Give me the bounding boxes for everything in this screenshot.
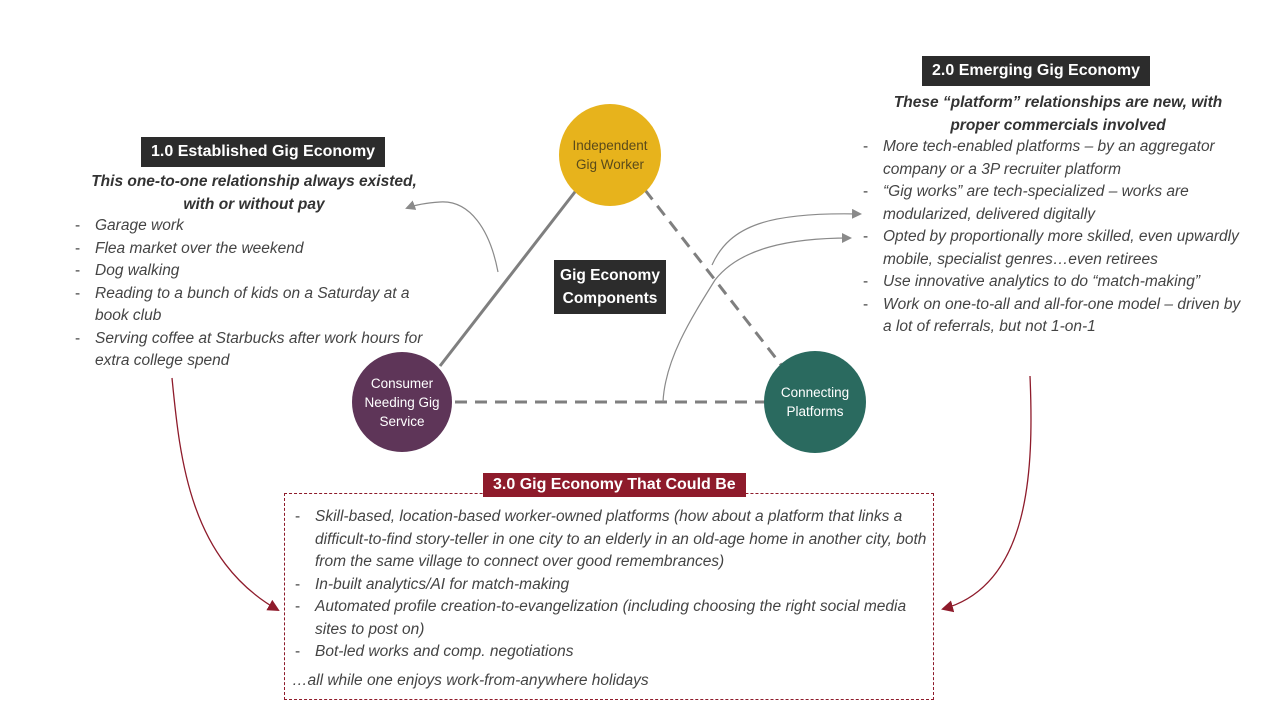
- list-item: In-built analytics/AI for match-making: [293, 574, 933, 597]
- list-item: Reading to a bunch of kids on a Saturday…: [73, 283, 438, 328]
- list-item: Flea market over the weekend: [73, 238, 438, 261]
- emerging-list: More tech-enabled platforms – by an aggr…: [861, 136, 1251, 339]
- list-item: “Gig works” are tech-specialized – works…: [861, 181, 1251, 226]
- arrow-to-emerging-1: [711, 208, 862, 266]
- center-label: Gig Economy Components: [554, 260, 666, 314]
- established-title: 1.0 Established Gig Economy: [141, 137, 386, 167]
- arrow-emerging-to-could-be: [941, 375, 1032, 613]
- arrow-to-emerging-2: [662, 233, 852, 403]
- node-connecting-platforms: Connecting Platforms: [764, 351, 866, 453]
- edge-worker-consumer: [438, 187, 580, 367]
- established-list: Garage work Flea market over the weekend…: [73, 215, 438, 373]
- list-item: More tech-enabled platforms – by an aggr…: [861, 136, 1251, 181]
- could-be-footer: …all while one enjoys work-from-anywhere…: [292, 672, 649, 689]
- emerging-title: 2.0 Emerging Gig Economy: [922, 56, 1151, 86]
- node-independent-gig-worker: Independent Gig Worker: [559, 104, 661, 206]
- emerging-subtitle: These “platform” relationships are new, …: [893, 94, 1223, 134]
- list-item: Bot-led works and comp. negotiations: [293, 641, 933, 664]
- arrow-to-established: [405, 200, 499, 273]
- arrow-established-to-could-be: [171, 377, 280, 611]
- list-item: Opted by proportionally more skilled, ev…: [861, 226, 1251, 271]
- could-be-title: 3.0 Gig Economy That Could Be: [483, 473, 746, 497]
- list-item: Work on one-to-all and all-for-one model…: [861, 294, 1251, 339]
- node-consumer: Consumer Needing Gig Service: [352, 352, 452, 452]
- could-be-list: Skill-based, location-based worker-owned…: [293, 506, 933, 664]
- list-item: Dog walking: [73, 260, 438, 283]
- list-item: Skill-based, location-based worker-owned…: [293, 506, 933, 574]
- list-item: Serving coffee at Starbucks after work h…: [73, 328, 438, 373]
- list-item: Use innovative analytics to do “match-ma…: [861, 271, 1251, 294]
- list-item: Garage work: [73, 215, 438, 238]
- established-subtitle: This one-to-one relationship always exis…: [91, 173, 417, 213]
- edge-worker-platforms: [643, 189, 784, 367]
- list-item: Automated profile creation-to-evangeliza…: [293, 596, 933, 641]
